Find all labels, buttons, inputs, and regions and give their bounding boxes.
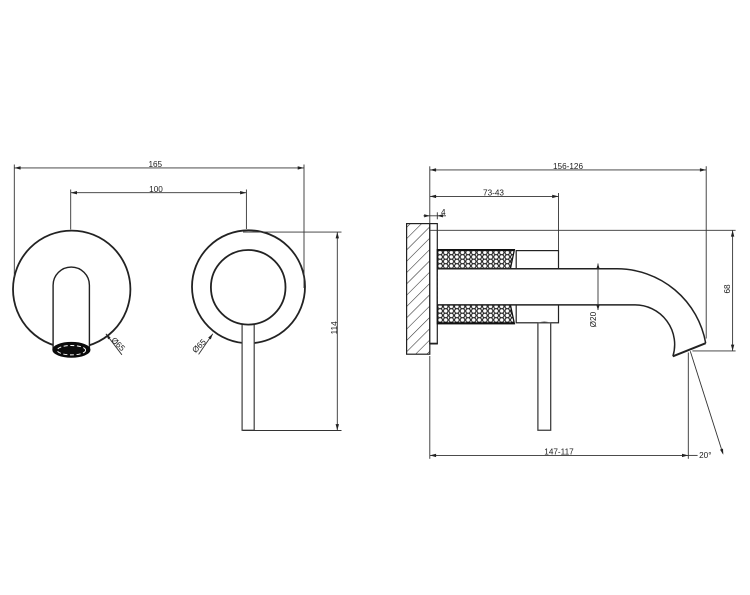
svg-text:114: 114 — [330, 321, 339, 334]
svg-text:68: 68 — [723, 284, 732, 294]
svg-text:147-117: 147-117 — [544, 448, 574, 457]
svg-text:20°: 20° — [699, 451, 711, 460]
svg-text:Ø20: Ø20 — [589, 311, 598, 327]
svg-text:165: 165 — [148, 160, 162, 169]
svg-text:156-126: 156-126 — [553, 162, 583, 171]
svg-text:4: 4 — [441, 208, 446, 217]
svg-text:73-43: 73-43 — [483, 189, 504, 198]
svg-text:100: 100 — [149, 185, 163, 194]
